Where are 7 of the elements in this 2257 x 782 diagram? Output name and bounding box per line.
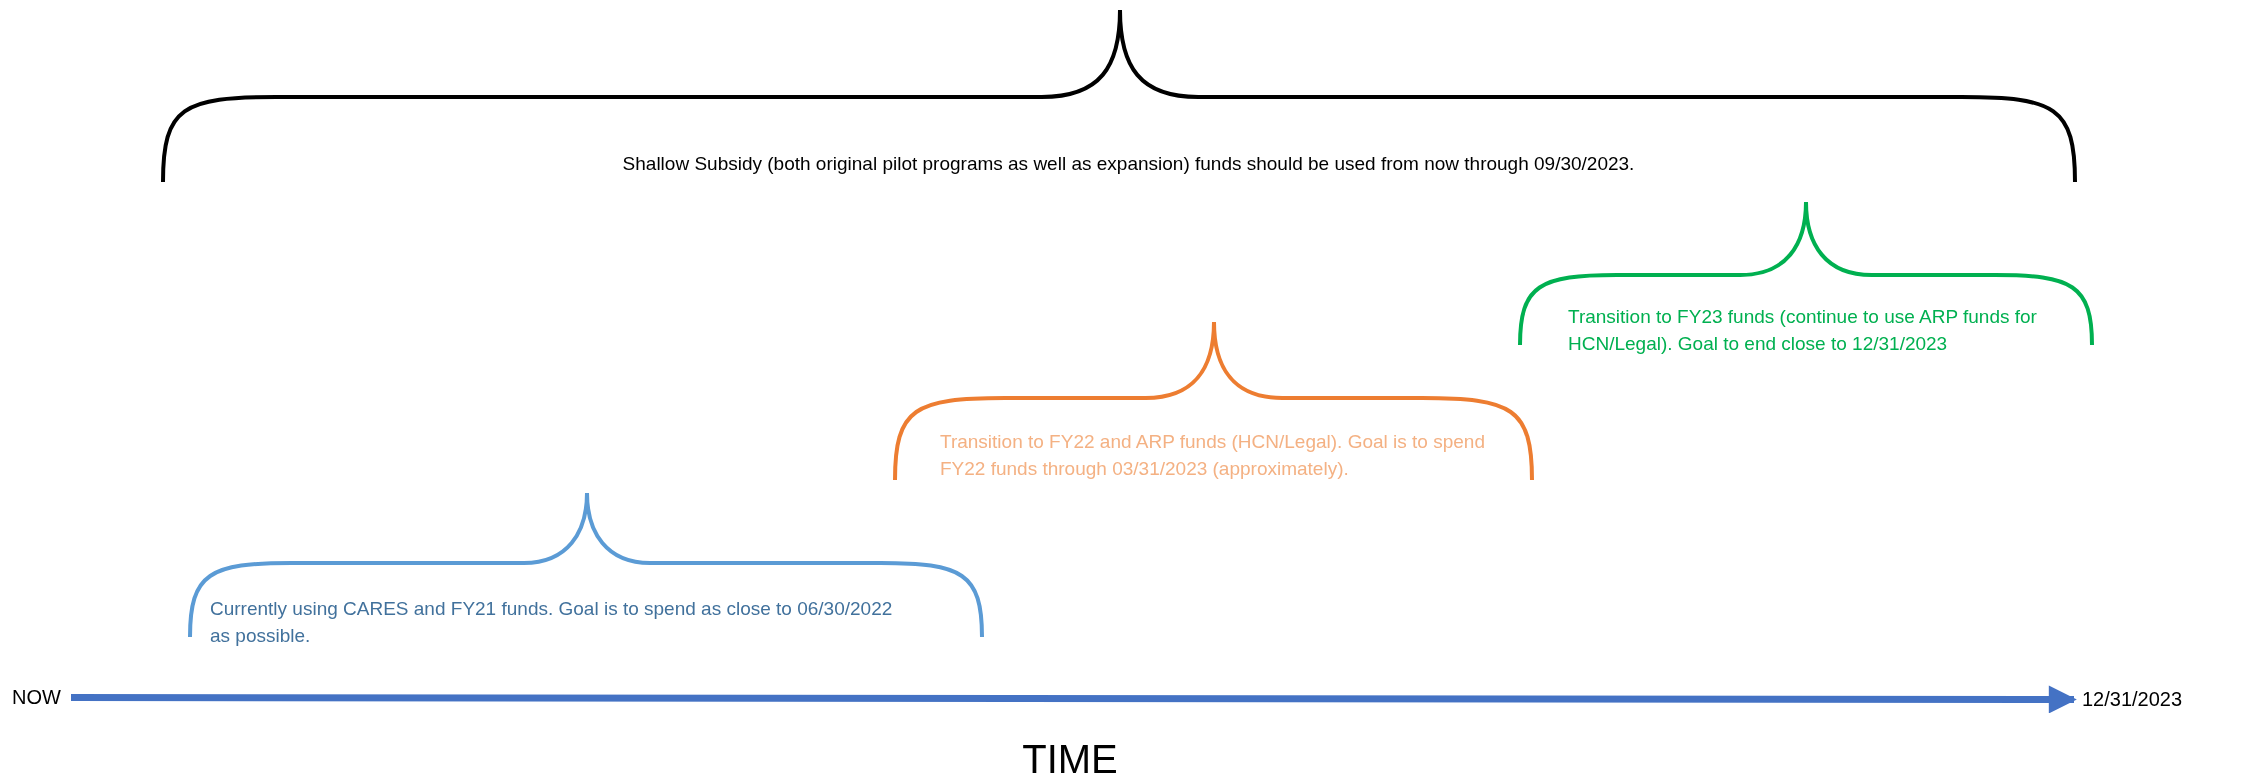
timeline-label: NOW [12,684,61,711]
annotation-text: Transition to FY23 funds (continue to use ARP funds for HCN/Legal). Goal to end close to 12/31/2023 [1568,306,2037,354]
annotation-text: Transition to FY22 and ARP funds (HCN/Legal). Goal is to spend FY22 funds through 03/31/2023 (approximately). [940,431,1485,479]
timeline-label: 12/31/2023 [2082,686,2183,713]
axis-title: TIME [1022,736,1118,782]
annotation-text: Shallow Subsidy (both original pilot programs as well as expansion) funds should be used from now through 09/30/2023. [622,152,1635,176]
annotation-text: Currently using CARES and FY21 funds. Goal is to spend as close to 06/30/2022 as possible. [210,598,893,646]
